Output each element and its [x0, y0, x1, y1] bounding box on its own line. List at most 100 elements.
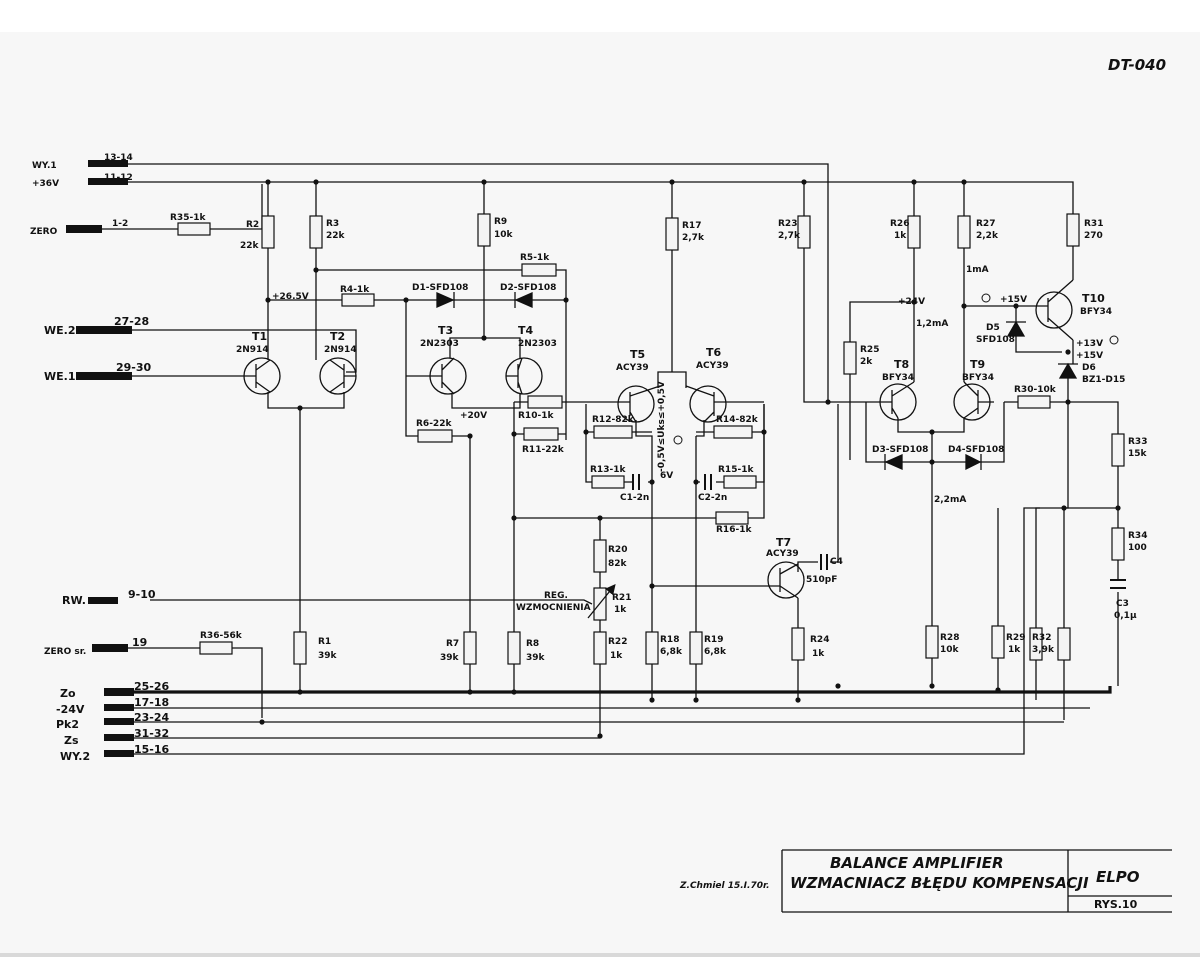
voltage-note: +15V — [1000, 295, 1027, 305]
resistor-ref: R16-1k — [716, 525, 752, 535]
resistor-ref: R33 — [1128, 437, 1147, 447]
resistor-value: 39k — [318, 651, 338, 661]
resistor-value: 22k — [326, 231, 346, 241]
uks-note: -0,5V≤Uks≤+0,5V — [657, 381, 667, 472]
resistor-value: 2,2k — [976, 231, 999, 241]
transistor-ref: T4 — [518, 324, 534, 337]
terminal-pins: 11-12 — [104, 173, 133, 183]
resistor-ref: R8 — [526, 639, 539, 649]
capacitor-ref: C3 — [1116, 599, 1129, 609]
title-english: BALANCE AMPLIFIER — [830, 854, 1004, 872]
diode-labels: D1-SFD108 D2-SFD108 D3-SFD108 D4-SFD108 … — [412, 283, 1125, 455]
resistor-bodies — [177, 213, 1125, 665]
pot-note: REG. — [544, 591, 568, 601]
terminal-pins: 13-14 — [104, 153, 133, 163]
resistor-ref: R26 — [890, 219, 909, 229]
transistor-type: ACY39 — [616, 363, 649, 373]
resistor-labels: R2 22k R3 22k R35-1k R4-1k R9 10k R5-1k … — [170, 213, 1148, 663]
capacitor-symbols — [632, 474, 1126, 589]
paper — [0, 32, 1200, 953]
voltage-note: +26.5V — [272, 292, 309, 302]
voltage-note: +24V — [898, 297, 925, 307]
resistor-value: 2,7k — [778, 231, 801, 241]
resistor-ref: R32 — [1032, 633, 1051, 643]
resistor-value: 100 — [1128, 543, 1147, 553]
terminal-name: WY.2 — [60, 750, 90, 763]
resistor-ref: R15-1k — [718, 465, 754, 475]
resistor-ref: R5-1k — [520, 253, 550, 263]
title-block: BALANCE AMPLIFIER WZMACNIACZ BŁĘDU KOMPE… — [679, 849, 1172, 913]
resistor-ref: R11-22k — [522, 445, 565, 455]
pot-note: WZMOCNIENIA — [516, 603, 591, 613]
terminal-name: ZERO — [30, 227, 58, 237]
transistor-type: ACY39 — [766, 549, 799, 559]
resistor-value: 10k — [940, 645, 960, 655]
transistor-type: ACY39 — [696, 361, 729, 371]
resistor-ref: R29 — [1006, 633, 1025, 643]
capacitor-ref: C2-2n — [698, 493, 727, 503]
transistor-ref: T5 — [630, 348, 645, 361]
resistor-ref: R35-1k — [170, 213, 206, 223]
diode-ref: D1-SFD108 — [412, 283, 468, 293]
terminal-name: -24V — [56, 703, 85, 716]
transistor-type: 2N914 — [324, 345, 357, 355]
capacitor-ref: C1-2n — [620, 493, 649, 503]
capacitor-labels: C1-2n C2-2n C4 510pF C3 0,1µ — [620, 493, 1137, 621]
signature: Z.Chmiel 15.I.70r. — [679, 881, 770, 891]
resistor-value: 82k — [608, 559, 628, 569]
transistor-ref: T7 — [776, 536, 791, 549]
terminal-pins: 25-26 — [134, 680, 170, 693]
resistor-ref: R2 — [246, 220, 259, 230]
voltage-note: +15V — [1076, 351, 1103, 361]
resistor-ref: R1 — [318, 637, 331, 647]
resistor-value: 1k — [812, 649, 825, 659]
terminal-name: RW. — [62, 594, 86, 607]
terminal-name: Zs — [64, 734, 79, 747]
transistor-ref: T9 — [970, 358, 985, 371]
terminal-labels: WY.1 13-14 +36V 11-12 ZERO 1-2 WE.2 27-2… — [30, 153, 170, 763]
resistor-value: 22k — [240, 241, 260, 251]
terminal-name: WY.1 — [32, 161, 57, 171]
transistor-type: 2N2303 — [518, 339, 557, 349]
transistor-type: 2N914 — [236, 345, 269, 355]
terminal-pins: 27-28 — [114, 315, 149, 328]
transistor-ref: T10 — [1082, 292, 1105, 305]
transistor-ref: T8 — [894, 358, 909, 371]
resistor-value: 6,8k — [660, 647, 683, 657]
sheet-number: RYS.10 — [1094, 898, 1138, 911]
resistor-value: 1k — [894, 231, 907, 241]
transistor-labels: T1 2N914 T2 2N914 T3 2N2303 T4 2N2303 T5… — [236, 292, 1112, 559]
resistor-value: 15k — [1128, 449, 1148, 459]
terminal-pins: 15-16 — [134, 743, 170, 756]
resistor-ref: R18 — [660, 635, 679, 645]
junctions — [259, 179, 1121, 739]
resistor-ref: R25 — [860, 345, 879, 355]
resistor-ref: R4-1k — [340, 285, 370, 295]
diode-ref: D6 — [1082, 363, 1096, 373]
resistor-ref: R3 — [326, 219, 339, 229]
transistor-type: BFY34 — [882, 373, 914, 383]
diode-ref: D4-SFD108 — [948, 445, 1004, 455]
terminal-pins: 29-30 — [116, 361, 152, 374]
terminal-name: WE.2 — [44, 324, 75, 337]
transistor-ref: T6 — [706, 346, 722, 359]
diode-ref: D5 — [986, 323, 1000, 333]
resistor-ref: R36-56k — [200, 631, 243, 641]
resistor-ref: R19 — [704, 635, 723, 645]
resistor-ref: R9 — [494, 217, 507, 227]
terminal-name: Pk2 — [56, 718, 79, 731]
resistor-ref: R34 — [1128, 531, 1147, 541]
resistor-value: 2k — [860, 357, 873, 367]
transistor-type: BFY34 — [962, 373, 994, 383]
terminal-name: Zo — [60, 687, 76, 700]
voltage-note: 6V — [660, 471, 673, 481]
resistor-value: 1k — [1008, 645, 1021, 655]
resistor-value: 3,9k — [1032, 645, 1055, 655]
terminal-name: +36V — [32, 179, 59, 189]
resistor-ref: R7 — [446, 639, 459, 649]
current-note: 1,2mA — [916, 319, 948, 329]
resistor-ref: R22 — [608, 637, 627, 647]
current-note: 1mA — [966, 265, 989, 275]
